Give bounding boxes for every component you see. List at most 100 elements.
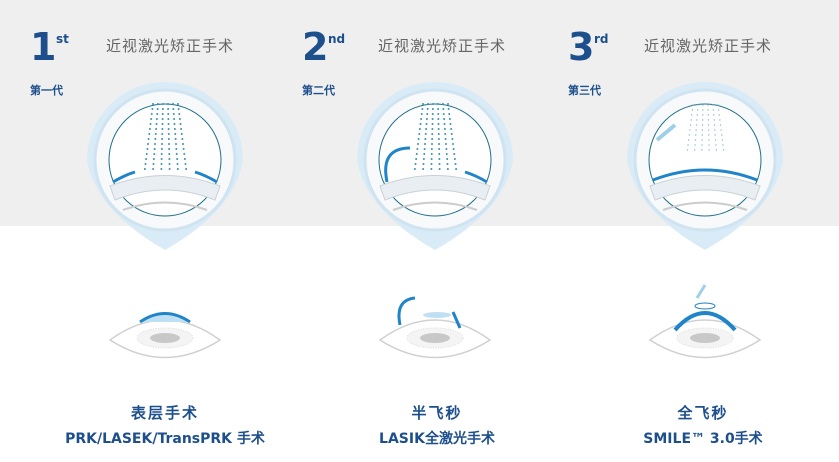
generation-label: 第三代 (568, 84, 601, 97)
laser-dot (145, 158, 148, 160)
laser-dot (447, 108, 450, 110)
procedure-detail: LASIK全激光手术 (379, 431, 495, 447)
laser-dot (701, 134, 703, 136)
laser-dot (161, 143, 163, 145)
laser-dot (455, 168, 458, 170)
laser-dot (442, 113, 445, 115)
laser-dot (425, 118, 428, 120)
laser-dot (144, 163, 147, 165)
laser-dot (438, 153, 441, 155)
laser-dot (707, 104, 709, 106)
laser-dot (437, 108, 440, 110)
procedure-detail: SMILE™ 3.0手术 (643, 431, 763, 447)
laser-dot (691, 109, 694, 111)
eye-illustration (357, 82, 513, 359)
laser-dot (146, 148, 149, 150)
magnifier-lens (378, 103, 492, 217)
laser-dot (701, 149, 703, 151)
laser-dot (444, 138, 447, 140)
laser-dot (722, 144, 724, 146)
laser-dot (417, 143, 419, 145)
laser-dot (161, 108, 164, 110)
laser-dot (697, 104, 699, 106)
laser-dot (413, 168, 416, 170)
laser-dot (421, 108, 424, 110)
laser-dot (154, 133, 157, 135)
laser-dot (708, 149, 710, 151)
laser-dot (707, 109, 709, 111)
laser-dot (153, 148, 156, 150)
generation-title: 近视激光矫正手术 (644, 37, 773, 55)
laser-dot (692, 104, 694, 106)
laser-dot (450, 133, 453, 135)
laser-dot (178, 113, 181, 115)
laser-dot (431, 113, 434, 115)
laser-dot (437, 103, 439, 105)
procedure-detail: PRK/LASEK/TransPRK 手术 (65, 431, 265, 447)
laser-dot (717, 109, 720, 111)
laser-dot (695, 124, 698, 126)
laser-dot (183, 158, 186, 160)
laser-dot (708, 134, 710, 136)
laser-dot (426, 113, 429, 115)
laser-dot (426, 108, 429, 110)
laser-dot (415, 158, 418, 160)
laser-dot (708, 139, 710, 141)
laser-dot (175, 148, 178, 150)
laser-dot (167, 138, 170, 140)
laser-dot (720, 129, 722, 131)
laser-dot (175, 143, 177, 145)
laser-dot (151, 108, 154, 110)
laser-dot (708, 144, 710, 146)
laser-dot (452, 148, 455, 150)
laser-dot (173, 118, 176, 120)
laser-dot (696, 109, 699, 111)
laser-dot (721, 139, 724, 141)
laser-dot (148, 128, 151, 130)
laser-dot (443, 118, 446, 120)
generation-title: 近视激光矫正手术 (378, 37, 507, 55)
laser-dot (168, 148, 171, 150)
laser-dot (177, 103, 179, 105)
laser-dot (172, 113, 175, 115)
laser-dot (167, 113, 170, 115)
laser-dot (689, 124, 692, 126)
laser-dot (152, 158, 155, 160)
laser-dot (422, 163, 425, 165)
laser-dot (153, 153, 156, 155)
laser-dot (172, 103, 174, 105)
laser-dot (691, 114, 693, 116)
laser-dot (422, 103, 424, 105)
eye-illustration (627, 82, 783, 359)
laser-dot (444, 133, 447, 135)
laser-dot (172, 108, 175, 110)
laser-dot (695, 129, 697, 131)
laser-dot (701, 124, 704, 126)
magnifier-lens (108, 103, 222, 217)
laser-dot (701, 139, 703, 141)
laser-dot (696, 114, 698, 116)
laser-dot (702, 104, 704, 106)
laser-dot (437, 128, 440, 130)
laser-dot (145, 153, 148, 155)
laser-dot (150, 113, 153, 115)
laser-dot (160, 168, 163, 170)
generation-label: 第二代 (302, 84, 335, 97)
laser-dot (707, 129, 710, 131)
laser-dot (687, 139, 690, 141)
laser-dot (420, 118, 423, 120)
laser-dot (154, 143, 156, 145)
laser-dot (701, 144, 703, 146)
laser-dot (449, 123, 452, 125)
laser-dot (712, 109, 715, 111)
laser-dot (453, 153, 456, 155)
laser-dot (155, 123, 158, 125)
laser-dot (148, 133, 151, 135)
laser-dot (437, 133, 440, 135)
laser-dot (451, 138, 454, 140)
laser-dot (152, 103, 154, 105)
laser-dot (177, 108, 180, 110)
laser-dot (448, 118, 451, 120)
laser-dot (418, 133, 421, 135)
laser-dot (422, 168, 425, 170)
